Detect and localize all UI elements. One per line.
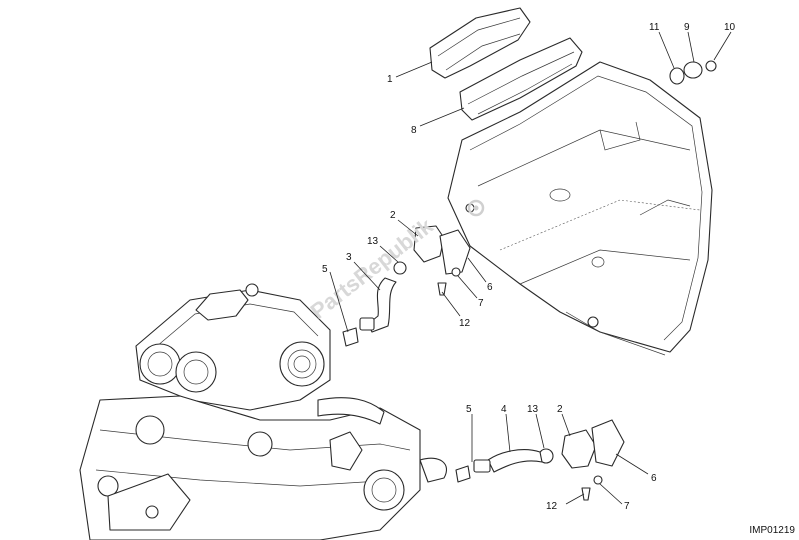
sensor-assembly [669, 60, 717, 85]
part-8-duct [459, 37, 583, 121]
callout-6-upper: 6 [487, 282, 493, 293]
callout-13-upper: 13 [367, 236, 379, 247]
callout-3: 3 [346, 252, 352, 263]
callout-9: 9 [684, 22, 690, 33]
leader-lines [329, 31, 732, 505]
airbox-housing [447, 61, 713, 356]
callout-8: 8 [411, 125, 417, 136]
callout-12-lower: 12 [546, 501, 558, 512]
callout-6-lower: 6 [651, 473, 657, 484]
callout-2-lower: 2 [557, 404, 563, 415]
callout-labels: 1 8 11 9 10 2 13 3 5 6 7 12 5 4 13 2 6 7… [322, 22, 736, 512]
callout-1: 1 [387, 74, 393, 85]
callout-4: 4 [501, 404, 507, 415]
drawing-code: IMP01219 [749, 525, 795, 536]
callout-7-lower: 7 [624, 501, 630, 512]
callout-12-upper: 12 [459, 318, 471, 329]
callout-13-lower: 13 [527, 404, 539, 415]
callout-11: 11 [649, 22, 660, 33]
callout-5-lower: 5 [466, 404, 472, 415]
callout-2-upper: 2 [390, 210, 396, 221]
callout-7-upper: 7 [478, 298, 484, 309]
callout-5-upper: 5 [322, 264, 328, 275]
engine-block [79, 283, 447, 540]
callout-10: 10 [724, 22, 736, 33]
lower-hose-set [455, 419, 625, 501]
part-1-cover [429, 7, 531, 79]
upper-hose-set [342, 225, 471, 347]
watermark-gear-icon [467, 199, 485, 217]
